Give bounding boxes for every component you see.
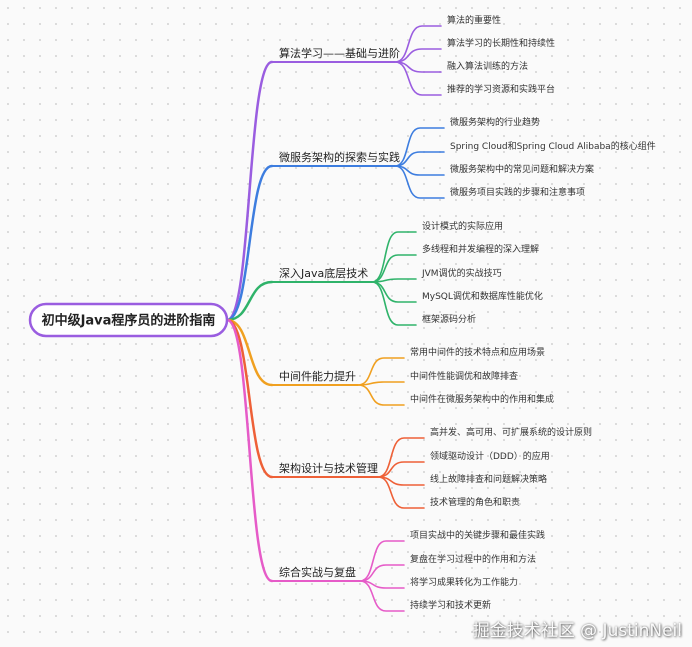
- branch-label-6[interactable]: 综合实战与复盘: [279, 565, 356, 579]
- leaf-label[interactable]: 微服务项目实践的步骤和注意事项: [450, 186, 585, 198]
- connector-leaf-6-1: [359, 540, 405, 582]
- leaf-label[interactable]: 算法学习的长期性和持续性: [447, 37, 555, 49]
- connector-leaf-2-4: [394, 165, 445, 199]
- branch-label-5[interactable]: 架构设计与技术管理: [279, 461, 378, 475]
- root-node[interactable]: [28, 302, 229, 338]
- leaf-label[interactable]: 中间件性能调优和故障排查: [410, 370, 518, 382]
- watermark-text: 掘金技术社区 @ JustinNeil: [472, 621, 682, 641]
- branch-label-4[interactable]: 中间件能力提升: [279, 369, 356, 383]
- connector-leaf-5-1: [377, 437, 425, 478]
- connector-leaf-2-2: [394, 151, 445, 167]
- leaf-label[interactable]: 持续学习和技术更新: [410, 599, 491, 611]
- connector-leaf-3-1: [371, 231, 417, 283]
- leaf-label[interactable]: 技术管理的角色和职责: [430, 496, 520, 508]
- leaf-label[interactable]: 中间件在微服务架构中的作用和集成: [410, 393, 554, 405]
- branch-label-1[interactable]: 算法学习——基础与进阶: [279, 46, 400, 60]
- connector-leaf-4-1: [357, 357, 405, 386]
- connector-root-branch-4: [225, 318, 274, 387]
- connector-leaf-6-4: [359, 580, 405, 612]
- connector-leaf-5-4: [377, 476, 425, 509]
- leaf-label[interactable]: 领域驱动设计（DDD）的应用: [430, 450, 550, 462]
- connector-leaf-1-3: [394, 61, 442, 73]
- leaf-label[interactable]: 将学习成果转化为工作能力: [410, 576, 518, 588]
- leaf-label[interactable]: 项目实战中的关键步骤和最佳实践: [410, 529, 545, 541]
- connector-leaf-3-2: [371, 254, 417, 283]
- root-label: 初中级Java程序员的进阶指南: [42, 313, 216, 329]
- branch-label-3[interactable]: 深入Java底层技术: [279, 266, 368, 280]
- leaf-label[interactable]: 微服务架构的行业趋势: [450, 116, 540, 128]
- branch-label-2[interactable]: 微服务架构的探索与实践: [279, 150, 400, 164]
- connector-root-branch-3: [225, 280, 274, 322]
- leaf-label[interactable]: 多线程和并发编程的深入理解: [422, 243, 539, 255]
- leaf-label[interactable]: 线上故障排查和问题解决策略: [430, 473, 547, 485]
- leaf-label[interactable]: 设计模式的实际应用: [422, 220, 503, 232]
- connector-leaf-1-2: [394, 48, 442, 63]
- connector-leaf-1-1: [394, 25, 442, 63]
- leaf-label[interactable]: 融入算法训练的方法: [447, 60, 528, 72]
- leaf-label[interactable]: 复盘在学习过程中的作用和方法: [410, 553, 536, 565]
- connector-leaf-3-5: [371, 281, 417, 326]
- leaf-label[interactable]: 框架源码分析: [422, 313, 476, 325]
- leaf-label[interactable]: 推荐的学习资源和实践平台: [447, 83, 555, 95]
- connector-root-branch-5: [225, 318, 274, 479]
- leaf-label[interactable]: 高并发、高可用、可扩展系统的设计原则: [430, 426, 592, 438]
- connector-root-branch-2: [225, 164, 274, 322]
- leaf-label[interactable]: 微服务架构中的常见问题和解决方案: [450, 163, 594, 175]
- connector-leaf-2-1: [394, 127, 445, 167]
- connector-leaf-4-3: [357, 384, 405, 406]
- connector-leaf-5-2: [377, 461, 425, 478]
- leaf-label[interactable]: 算法的重要性: [447, 14, 501, 26]
- connector-root-branch-6: [225, 318, 274, 583]
- leaf-label[interactable]: 常用中间件的技术特点和应用场景: [410, 346, 545, 358]
- leaf-label[interactable]: MySQL调优和数据库性能优化: [422, 290, 543, 302]
- connector-root-branch-1: [225, 60, 274, 322]
- connector-leaf-6-2: [359, 564, 405, 582]
- connector-leaf-1-4: [394, 61, 442, 96]
- leaf-label[interactable]: JVM调优的实战技巧: [421, 267, 502, 279]
- leaf-label[interactable]: Spring Cloud和Spring Cloud Alibaba的核心组件: [450, 140, 656, 152]
